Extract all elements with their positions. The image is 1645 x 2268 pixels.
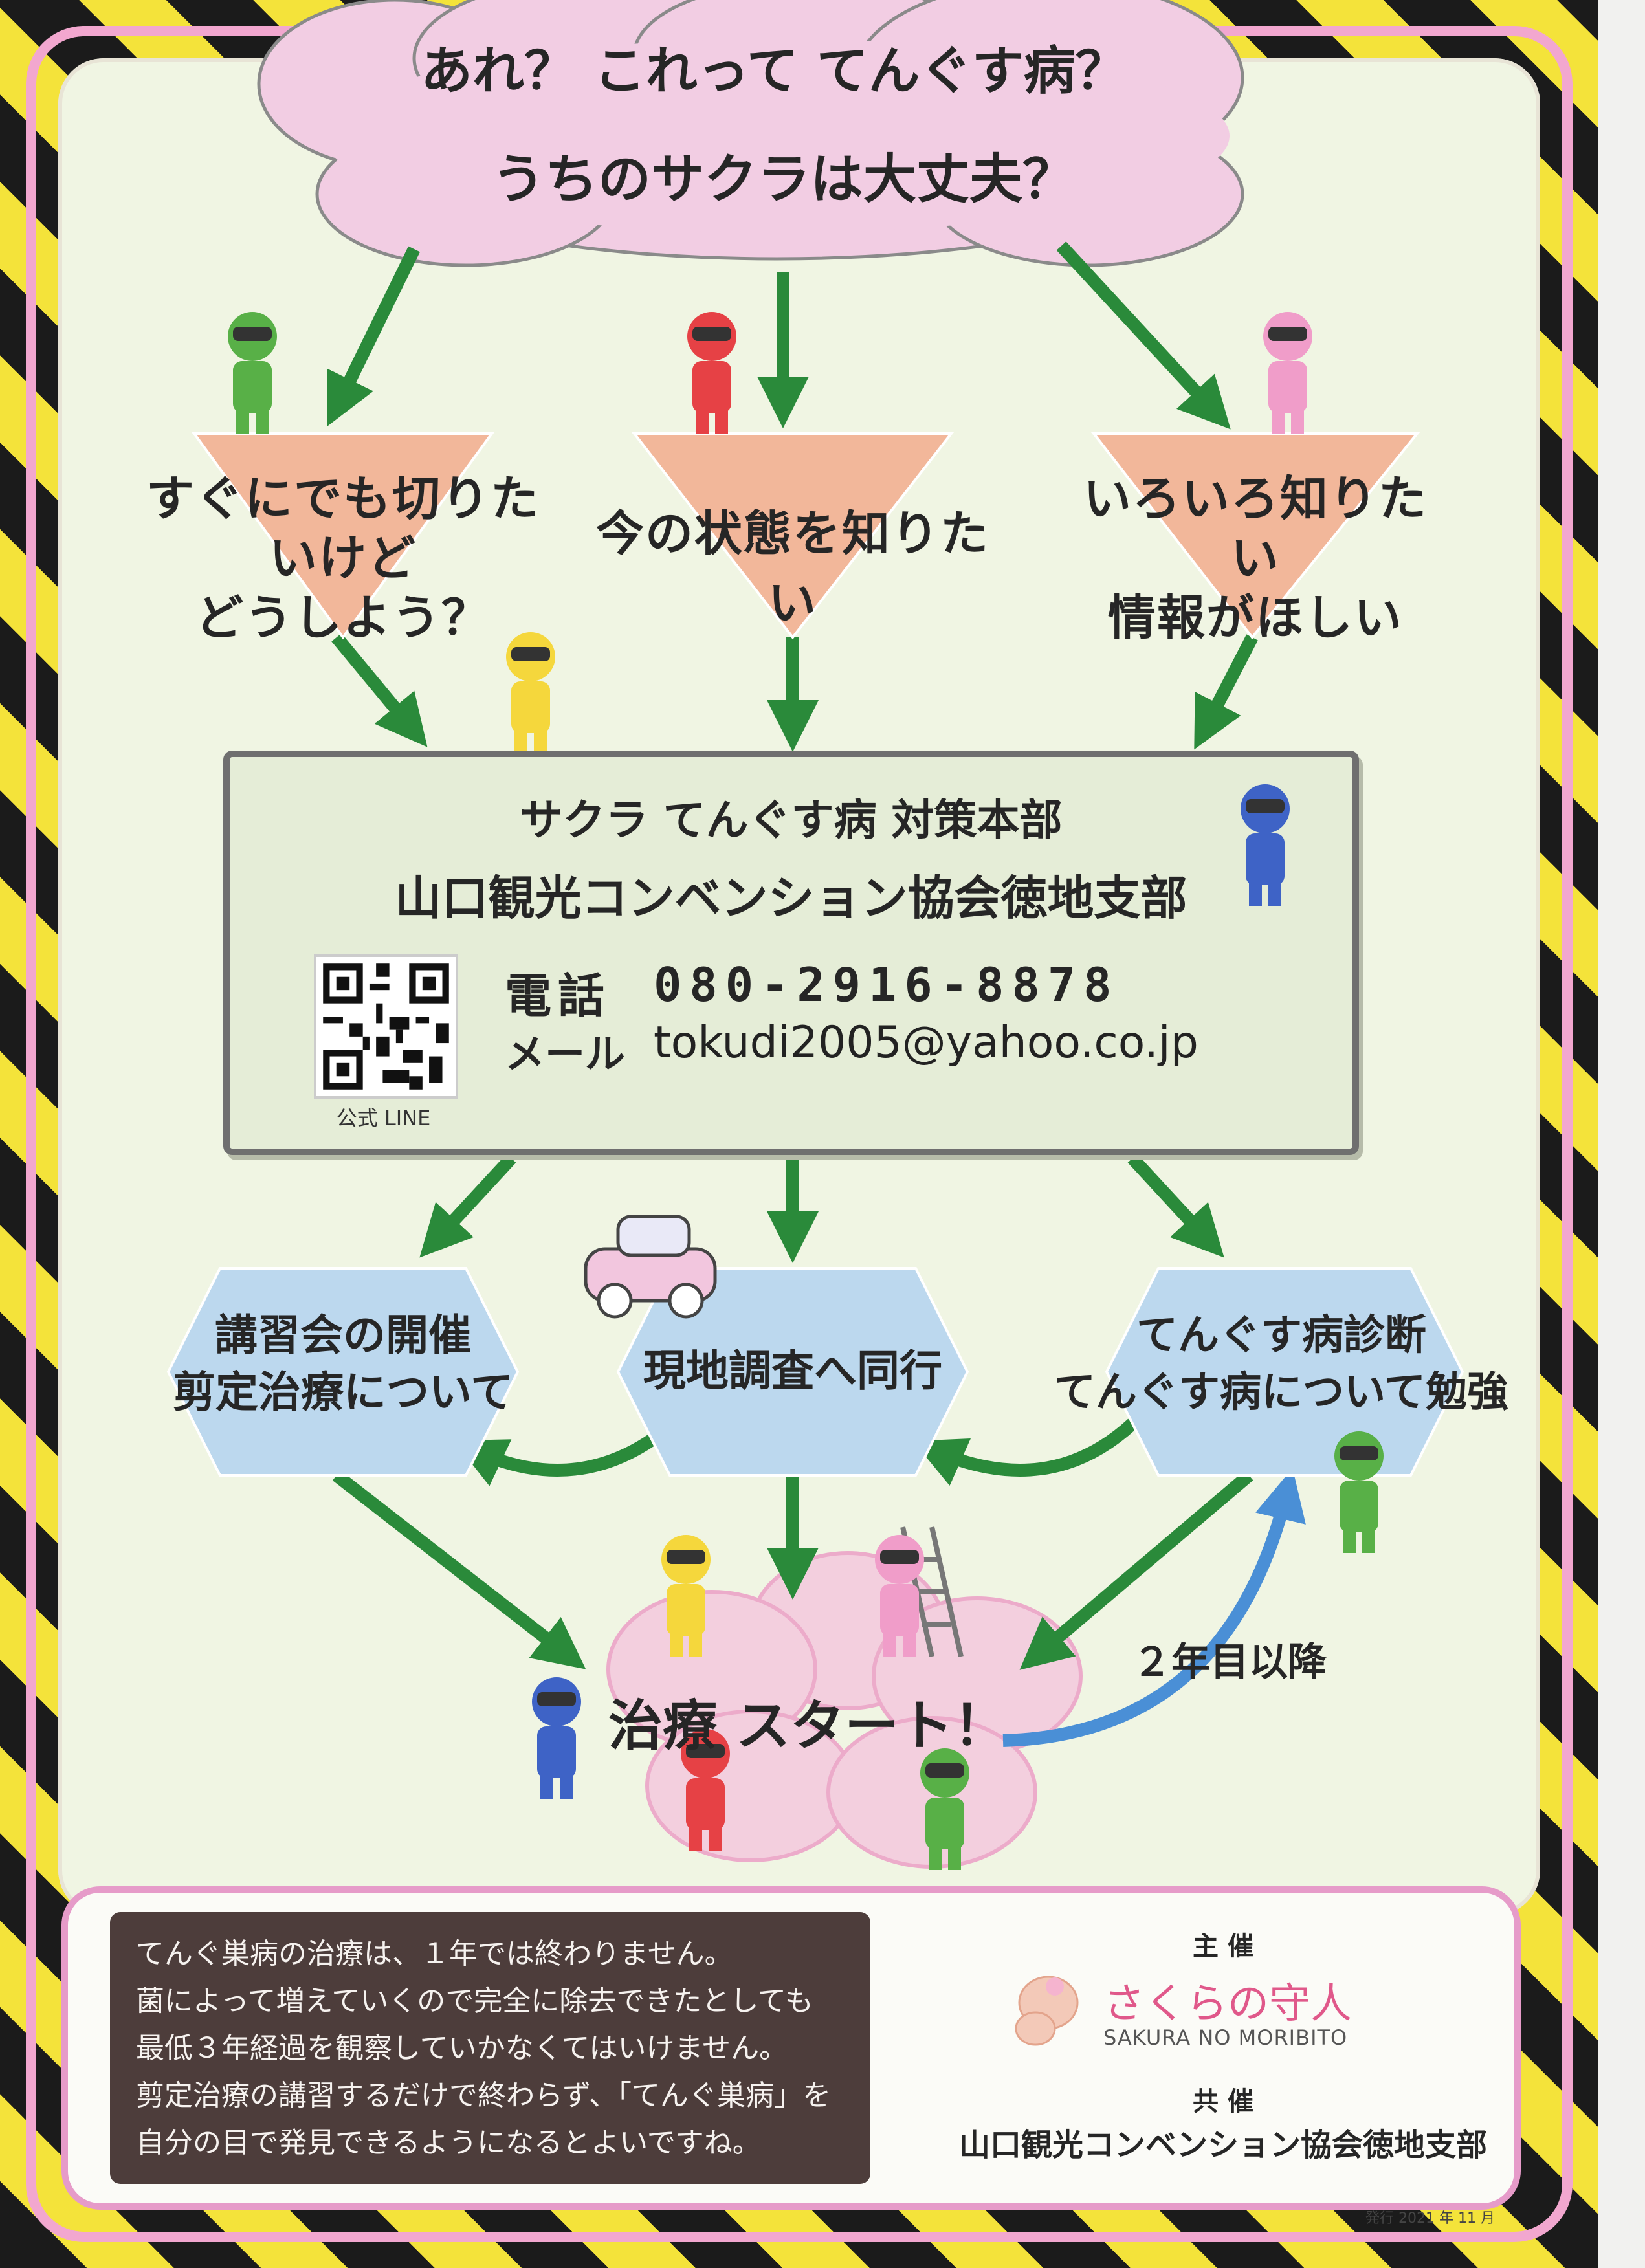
pink-ranger-figure-2 <box>861 1534 938 1659</box>
green-ranger-figure-2 <box>1320 1430 1398 1556</box>
second-year-label: ２年目以降 <box>1132 1640 1327 1685</box>
action-3-line-2: てんぐす病について勉強 <box>1054 1369 1509 1416</box>
email-address[interactable]: tokudi2005@yahoo.co.jp <box>654 1017 1198 1068</box>
action-3-line-1: てんぐす病診断 <box>1136 1312 1426 1360</box>
logo-english: SAKURA NO MORIBITO <box>1103 2025 1348 2050</box>
note-line: 自分の目で発見できるようになるとよいですね。 <box>136 2126 761 2159</box>
contact-title-2: 山口観光コンベンション協会徳地支部 <box>395 871 1187 925</box>
phone-label: 電話 <box>505 969 612 1023</box>
green-ranger-figure <box>214 311 291 436</box>
car-illustration <box>584 1215 717 1319</box>
action-3: てんぐす病診断 てんぐす病について勉強 <box>1022 1307 1540 1421</box>
question-1: すぐにでも切りたいけど どうしよう？ <box>126 469 560 648</box>
hexagon-3 <box>1105 1267 1464 1477</box>
qr-code-icon <box>323 963 449 1090</box>
header-line-2: うちのサクラは大丈夫？ <box>492 149 1076 210</box>
triangle-2 <box>631 432 955 640</box>
action-1: 講習会の開催 剪定治療について <box>142 1307 544 1421</box>
hexagon-1 <box>166 1267 520 1477</box>
loop-arrow <box>1002 1468 1306 1747</box>
green-ranger-figure-3 <box>906 1747 984 1873</box>
sakura-logo-icon <box>1010 1967 1087 2051</box>
triangle-1 <box>192 432 494 640</box>
treatment-note: てんぐ巣病の治療は、１年では終わりません。 菌によって増えていくので完全に除去で… <box>110 1912 870 2184</box>
cohost-label: 共 催 <box>1193 2087 1253 2117</box>
line-qr-code[interactable] <box>314 954 458 1099</box>
phone-number[interactable]: 080-2916-8878 <box>654 958 1120 1012</box>
note-line: 最低３年経過を観察していかなくてはいけません。 <box>136 2032 788 2065</box>
issue-date: 発行 2021 年 11 月 <box>1365 2210 1495 2227</box>
treatment-start-label: 治療 スタート！ <box>608 1694 1008 1757</box>
question-3: いろいろ知りたい 情報がほしい <box>1061 469 1450 648</box>
yellow-ranger-figure <box>492 631 569 756</box>
question-3-line-1: いろいろ知りたい <box>1083 471 1428 586</box>
pink-ranger-figure <box>1249 311 1327 436</box>
paper-margin <box>1598 0 1645 2268</box>
question-1-line-2: どうしよう？ <box>195 590 491 646</box>
red-ranger-figure <box>673 311 751 436</box>
red-ranger-figure-2 <box>667 1728 744 1853</box>
hexagon-2 <box>616 1267 969 1477</box>
blue-ranger-figure-2 <box>518 1676 595 1801</box>
triangle-3 <box>1090 432 1420 640</box>
question-1-line-1: すぐにでも切りたいけど <box>146 471 540 586</box>
note-line: てんぐ巣病の治療は、１年では終わりません。 <box>136 1937 733 1970</box>
note-line: 菌によって増えていくので完全に除去できたとしても <box>136 1985 813 2018</box>
note-line: 剪定治療の講習するだけで終わらず、「てんぐ巣病」を <box>136 2079 832 2112</box>
action-1-line-1: 講習会の開催 <box>215 1310 471 1360</box>
contact-title-1: サクラ てんぐす病 対策本部 <box>520 795 1063 845</box>
cohost-name: 山口観光コンベンション協会徳地支部 <box>958 2127 1487 2163</box>
question-3-line-2: 情報がほしい <box>1108 590 1403 646</box>
question-2: 今の状態を知りたい <box>596 506 989 631</box>
host-label: 主 催 <box>1193 1932 1253 1961</box>
action-1-line-2: 剪定治療について <box>172 1367 514 1417</box>
action-2: 現地調査へ同行 <box>643 1346 942 1396</box>
mail-label: メール <box>505 1030 626 1077</box>
yellow-ranger-figure-2 <box>647 1534 725 1659</box>
header-line-1: あれ？ これって てんぐす病？ <box>421 41 1127 101</box>
qr-caption: 公式 LINE <box>336 1106 431 1130</box>
logo-japanese: さくらの守人 <box>1103 1980 1352 2028</box>
blue-ranger-figure <box>1226 783 1304 908</box>
